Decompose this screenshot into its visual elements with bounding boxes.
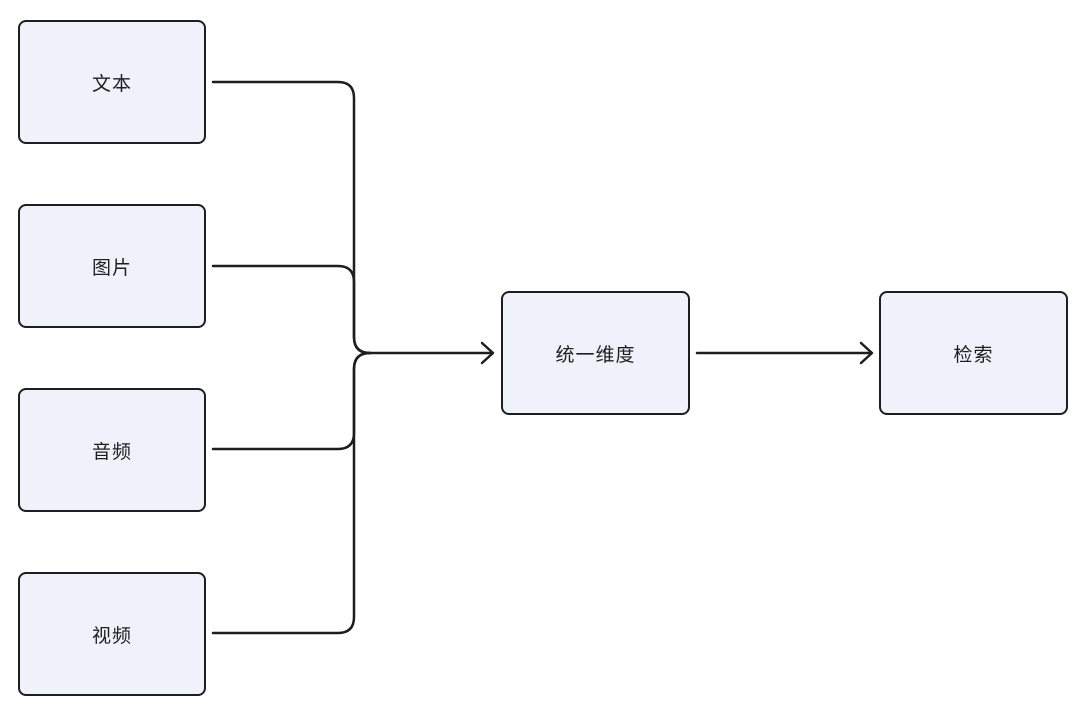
input-node-audio: 音频 [18, 388, 206, 512]
input-node-video: 视频 [18, 572, 206, 696]
process-node-unify: 统一维度 [501, 291, 690, 415]
process-node-label: 统一维度 [555, 343, 636, 366]
connector-image-to-unify [211, 264, 372, 355]
input-node-image-label: 图片 [91, 256, 132, 279]
connector-text-to-unify [211, 80, 494, 355]
output-node-search: 检索 [879, 291, 1068, 415]
input-node-image: 图片 [18, 204, 206, 328]
output-node-label: 检索 [953, 343, 994, 366]
input-node-video-label: 视频 [91, 624, 132, 647]
arrowhead-unify [480, 341, 495, 365]
input-node-audio-label: 音频 [91, 440, 132, 463]
arrowhead-search [859, 341, 874, 365]
connector-video-to-unify [211, 351, 372, 635]
input-node-text-label: 文本 [91, 72, 132, 95]
input-node-text: 文本 [18, 20, 206, 144]
connector-audio-to-unify [211, 351, 372, 451]
